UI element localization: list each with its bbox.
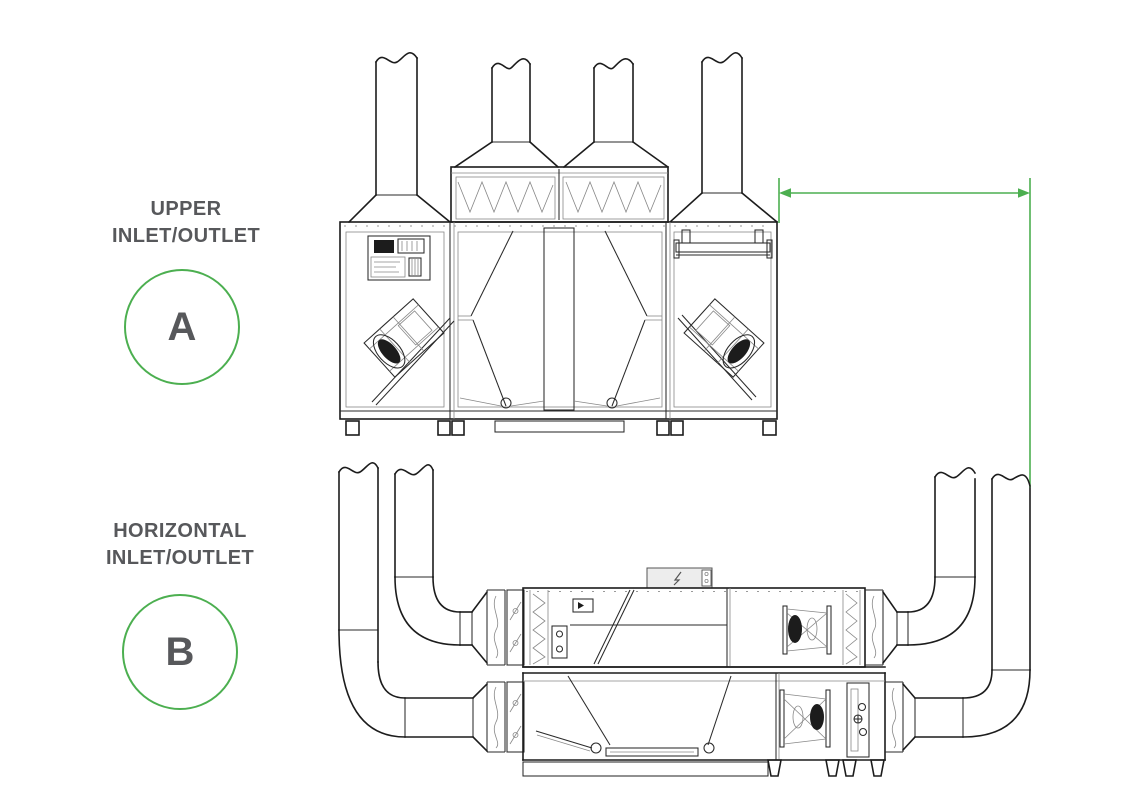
config-b-badge-letter: B	[165, 629, 195, 674]
unit-b-upper-deck	[522, 587, 866, 668]
unit-b-base	[522, 759, 885, 777]
unit-b-drawing	[337, 462, 1031, 777]
drain-pan	[535, 675, 732, 757]
duct-a3	[562, 58, 670, 169]
duct-a4	[668, 52, 779, 224]
elbow-duct-b-right-outer	[901, 473, 1031, 752]
config-a-badge-letter: A	[167, 304, 197, 349]
width-dimension-arrow	[778, 178, 1031, 488]
flexible-connector-b-right-lower	[885, 681, 904, 753]
heating-coil	[673, 229, 773, 259]
elbow-duct-b-left-inner	[393, 464, 489, 665]
config-a-title: UPPER INLET/OUTLET	[86, 196, 286, 250]
config-b-title-line1: HORIZONTAL	[113, 520, 247, 542]
damper-b-left-upper	[506, 589, 525, 666]
duct-a2	[453, 58, 560, 169]
unit-a-drawing	[339, 52, 779, 436]
flexible-connector-b-left-lower	[486, 681, 506, 753]
flexible-connector-b-right-upper	[865, 589, 884, 666]
duct-a1	[347, 52, 452, 224]
config-a-badge: A	[124, 269, 240, 385]
filter-section	[450, 166, 669, 223]
elbow-duct-b-right-inner	[881, 467, 977, 665]
fan-b-upper	[782, 605, 832, 655]
unit-a-feet	[345, 420, 777, 436]
elbow-duct-b-left-outer	[337, 462, 489, 753]
unit-b-lower-deck	[522, 666, 886, 777]
config-b-title: HORIZONTAL INLET/OUTLET	[80, 518, 280, 572]
config-a-title-line1: UPPER	[150, 198, 222, 220]
electrical-box	[646, 567, 713, 589]
config-b-badge: B	[122, 594, 238, 710]
config-b-title-line2: INLET/OUTLET	[105, 547, 255, 569]
access-panel	[846, 682, 870, 758]
fan-b-lower	[779, 689, 831, 748]
heat-exchanger	[458, 227, 662, 411]
fan-a-right	[677, 298, 765, 401]
unit-a-cabinet	[339, 221, 778, 420]
lightning-bolt-icon	[673, 571, 682, 586]
flexible-connector-b-left-upper	[486, 589, 506, 666]
config-a-title-line2: INLET/OUTLET	[111, 225, 261, 247]
fan-a-left	[363, 298, 455, 406]
control-panel	[367, 235, 431, 281]
damper-b-left-lower	[506, 681, 525, 753]
